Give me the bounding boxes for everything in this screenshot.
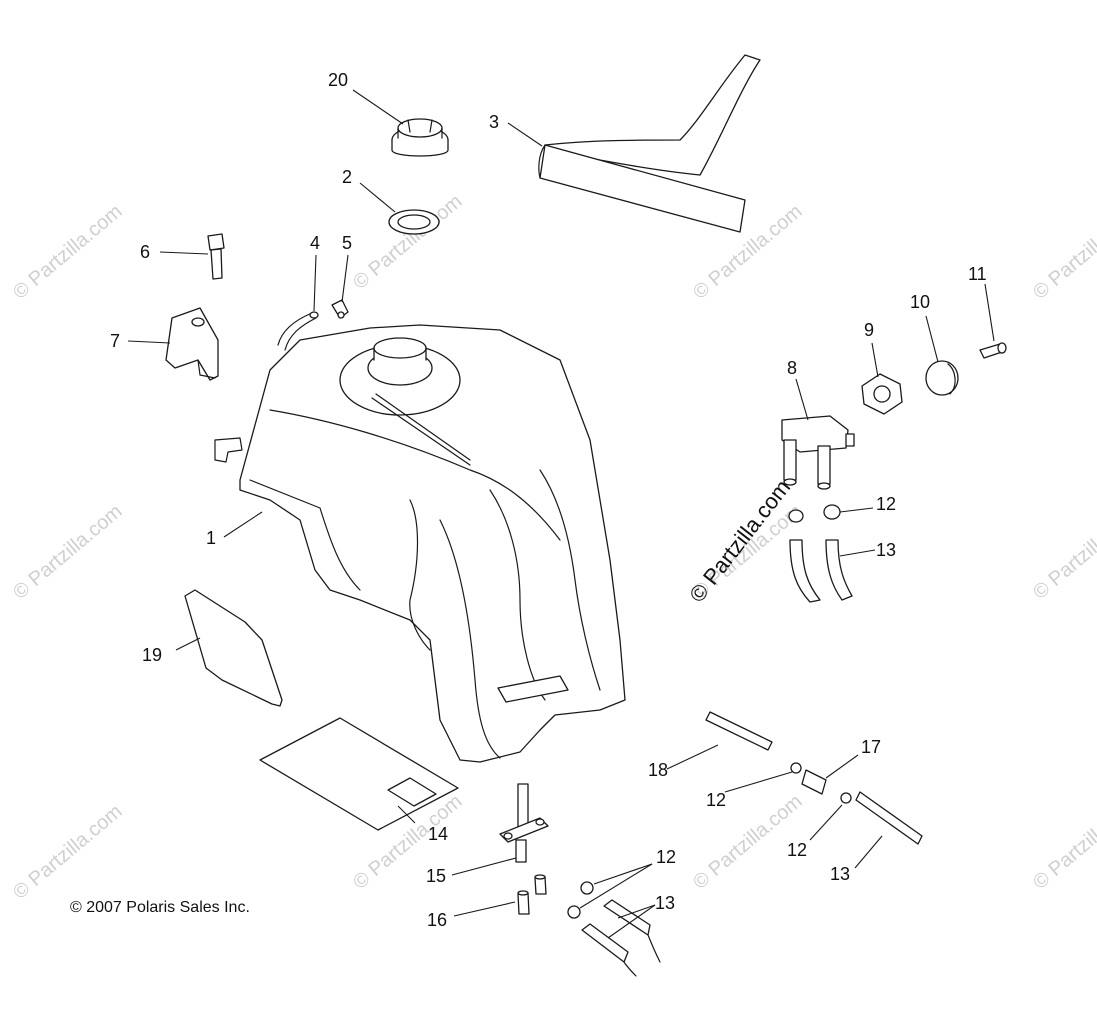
watermark-text: © Partzilla.com [1029, 0, 1097, 4]
callout-11: 11 [968, 264, 987, 284]
callout-2: 2 [342, 167, 352, 187]
watermark-text: © Partzilla.com [1029, 790, 1097, 893]
callout-12b: 12 [706, 790, 726, 810]
callout-5: 5 [342, 233, 352, 253]
part-8-fuel-valve [781, 415, 855, 490]
part-16-fittings [517, 874, 547, 915]
callout-14: 14 [428, 824, 448, 844]
part-2-gasket [388, 209, 440, 235]
leader-lines [127, 89, 995, 939]
part-20-fuel-cap [391, 118, 449, 157]
watermark-text: © Partzilla.com [349, 190, 466, 293]
callout-6: 6 [140, 242, 150, 262]
part-4-vent-hose [277, 311, 319, 351]
callout-13c: 13 [655, 893, 675, 913]
callout-12a: 12 [876, 494, 896, 514]
watermark-text: © Partzilla.com [689, 0, 806, 4]
part-12-13-lower-hoses [567, 881, 661, 977]
part-12-13-right-hoses [788, 504, 853, 603]
part-1-fuel-tank [214, 324, 626, 763]
part-18-hose [705, 711, 773, 751]
part-9-nut [861, 373, 903, 415]
part-19-pad [184, 589, 283, 707]
part-14-pad [259, 717, 459, 831]
callout-labels: 20 3 2 6 4 5 7 11 10 9 8 12 13 1 19 18 1… [110, 70, 987, 930]
callout-17: 17 [861, 737, 881, 757]
callout-16: 16 [427, 910, 447, 930]
callout-4: 4 [310, 233, 320, 253]
callout-3: 3 [489, 112, 499, 132]
callout-15: 15 [426, 866, 446, 886]
callout-10: 10 [910, 292, 930, 312]
callout-12c: 12 [787, 840, 807, 860]
callout-8: 8 [787, 358, 797, 378]
callout-9: 9 [864, 320, 874, 340]
part-10-cover [925, 360, 959, 396]
watermark-text: © Partzilla.com [9, 500, 126, 603]
watermark-text: © Partzilla.com [9, 800, 126, 903]
part-17-fuel-filter [790, 762, 923, 845]
watermark-text: © Partzilla.com [1029, 500, 1097, 603]
watermark-main: © Partzilla.com [684, 475, 795, 607]
copyright-notice: © 2007 Polaris Sales Inc. [70, 899, 250, 916]
watermark-text: © Partzilla.com [329, 0, 446, 4]
callout-19: 19 [142, 645, 162, 665]
watermark-text: © Partzilla.com [1029, 200, 1097, 303]
callout-13b: 13 [830, 864, 850, 884]
callout-7: 7 [110, 331, 120, 351]
callout-12d: 12 [656, 847, 676, 867]
part-3-strap [538, 54, 761, 233]
watermark-text: © Partzilla.com [9, 200, 126, 303]
part-15-fuel-pickup [499, 783, 549, 863]
callout-18: 18 [648, 760, 668, 780]
part-5-fitting [331, 299, 349, 319]
part-6-bolt [207, 233, 225, 280]
callout-13a: 13 [876, 540, 896, 560]
part-11-screw [979, 342, 1007, 359]
callout-1: 1 [206, 528, 216, 548]
callout-20: 20 [328, 70, 348, 90]
part-7-bracket [165, 307, 219, 381]
